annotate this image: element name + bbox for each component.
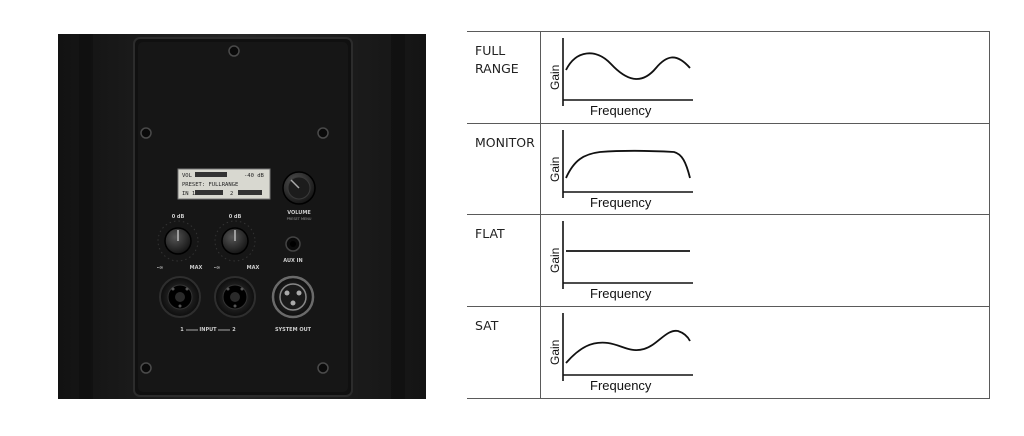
gain1-min-label: -∞ [157,265,163,271]
x-axis-label: Frequency [590,103,652,118]
gain-knob-2[interactable] [214,220,256,262]
table-right-border [989,32,990,124]
table-right-border [989,306,990,398]
aux-jack[interactable] [285,236,301,252]
eq-mode-label: MONITOR [475,134,535,150]
lcd-preset: PRESET: FULLRANGE [182,182,238,188]
gain-knob-1[interactable] [157,220,199,262]
speaker-back-panel-photo: VOL -40 dB PRESET: FULLRANGE IN 1 2 VOLU… [58,34,426,399]
system-out-label: SYSTEM OUT [275,327,312,333]
eq-mode-label: FULL RANGE [475,43,519,76]
y-axis-label: Gain [548,156,562,181]
graph-axes [562,38,693,106]
volume-sublabel: PRESET MENU [287,217,312,221]
input-left-number: 1 [180,327,184,333]
speaker-back-panel-illustration: VOL -40 dB PRESET: FULLRANGE IN 1 2 VOLU… [58,34,426,399]
y-axis-label: Gain [548,339,562,364]
column-divider [540,306,541,398]
combo-input-2[interactable] [214,276,256,318]
lcd-vol-value: -40 dB [244,173,265,179]
graph-axes [562,312,693,381]
graph-axes [562,221,693,289]
eq-curve [565,52,691,80]
volume-knob[interactable] [282,171,316,205]
x-axis-label: Frequency [590,378,652,393]
lcd-display: VOL -40 dB PRESET: FULLRANGE IN 1 2 [177,168,271,200]
table-right-border [989,215,990,307]
screws [140,45,329,374]
eq-curve [565,149,691,178]
graph-axes [562,129,693,198]
y-axis-label: Gain [548,248,562,273]
column-divider [540,32,541,124]
eq-mode-label: FLAT [475,226,505,241]
input-right-number: 2 [232,327,236,333]
x-axis-label: Frequency [590,195,652,210]
gain2-top-label: 0 dB [229,214,242,220]
eq-curve [565,329,691,364]
gain1-max-label: MAX [190,265,203,271]
gain2-min-label: -∞ [214,265,220,271]
volume-label: VOLUME [287,210,311,216]
table-right-border [989,123,990,215]
aux-label: AUX IN [283,258,302,264]
input-label: INPUT [199,327,217,333]
column-divider [540,215,541,307]
eq-mode-label: SAT [475,317,499,333]
combo-input-1[interactable] [159,276,201,318]
gain2-max-label: MAX [247,265,260,271]
lcd-in2: 2 [230,191,233,197]
lcd-vol-label: VOL [182,173,193,179]
system-out-jack[interactable] [271,275,315,319]
y-axis-label: Gain [548,65,562,90]
lcd-in1: IN 1 [182,191,195,197]
column-divider [540,123,541,215]
gain1-top-label: 0 dB [172,214,185,220]
x-axis-label: Frequency [590,286,652,301]
